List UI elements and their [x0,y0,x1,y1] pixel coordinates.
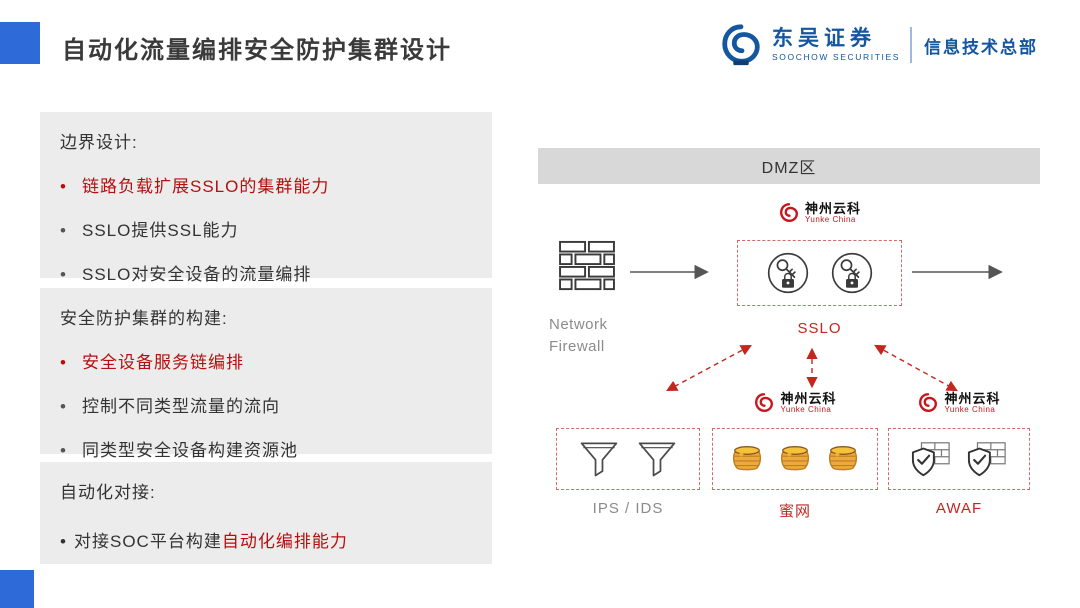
yunke-name-cn: 神州云科 [780,391,837,406]
yunke-swirl-icon [919,393,938,412]
firewall-label: Network Firewall [549,316,608,355]
bullet-dot [60,532,74,552]
sslo-label: SSLO [797,320,842,337]
panel-automation: 自动化对接: 对接SOC平台构建自动化编排能力 [40,462,492,564]
company-logo: 东吴证券 SOOCHOW SECURITIES 信息技术总部 [718,22,1038,68]
yunke-name-en: Yunke China [804,214,856,224]
funnel-icon [638,442,676,477]
bullet-item: 链路负载扩展SSLO的集群能力 [60,172,472,197]
honeypot-icon [732,446,762,471]
accent-square-top [0,22,40,64]
yunke-logo: 神州云科 Yunke China [712,392,878,414]
bullet-text: 安全设备服务链编排 [82,353,244,372]
honeynet-label: 蜜网 [778,503,811,520]
bullet-dot [60,177,82,197]
panel-border-design: 边界设计: 链路负载扩展SSLO的集群能力 SSLO提供SSL能力 SSLO对安… [40,112,492,284]
bullet-text: SSLO提供SSL能力 [82,221,239,240]
soochow-swirl-icon [722,24,760,66]
bullet-text: 同类型安全设备构建资源池 [82,441,298,460]
page-title: 自动化流量编排安全防护集群设计 [62,37,452,64]
panel-heading: 边界设计: [60,133,138,152]
firewall-icon [559,240,615,291]
yunke-logo: 神州云科 Yunke China [888,392,1030,414]
logo-divider [910,27,912,63]
bullet-text: 控制不同类型流量的流向 [82,397,280,416]
yunke-name-en: Yunke China [944,404,996,414]
yunke-logo-text: 神州云科 Yunke China [944,392,1000,414]
yunke-logo-text: 神州云科 Yunke China [780,392,836,414]
bullet-dot [60,397,82,417]
key-lock-icon [831,252,872,294]
bullet-item: SSLO提供SSL能力 [60,216,472,241]
bullet-dot [60,353,82,373]
yunke-swirl-icon [755,393,774,412]
key-lock-icon [767,252,808,294]
ips-ids-node-box [556,428,700,490]
panel-heading: 自动化对接: [60,483,156,502]
yunke-name-cn: 神州云科 [804,201,861,216]
arrow-sslo-ips [666,344,752,392]
funnel-icon [580,442,618,477]
department-label: 信息技术总部 [924,37,1038,57]
dmz-zone-header: DMZ区 [538,148,1040,184]
bullet-item: 安全设备服务链编排 [60,348,472,373]
bullet-text: SSLO对安全设备的流量编排 [82,265,312,284]
bullet-item: SSLO对安全设备的流量编排 [60,260,472,285]
shield-firewall-icon [911,442,950,477]
awaf-label: AWAF [935,500,983,517]
panel-heading: 安全防护集群的构建: [60,309,228,328]
arrow-sslo-awaf [874,344,958,392]
accent-square-bottom [0,570,34,608]
bullet-dot [60,441,82,461]
honeypot-icon [780,446,810,471]
awaf-node-box [888,428,1030,490]
honeypot-icon [828,446,858,471]
panel-cluster-build: 安全防护集群的构建: 安全设备服务链编排 控制不同类型流量的流向 同类型安全设备… [40,288,492,460]
ips-ids-label: IPS / IDS [592,500,664,517]
shield-firewall-icon [967,442,1006,477]
yunke-name-cn: 神州云科 [944,391,1001,406]
yunke-logo-text: 神州云科 Yunke China [805,202,861,224]
bullet-item: 控制不同类型流量的流向 [60,392,472,417]
bullet-text-highlight: 自动化编排能力 [221,532,348,551]
bullet-item: 同类型安全设备构建资源池 [60,436,472,461]
bullet-item: 对接SOC平台构建自动化编排能力 [60,527,472,552]
bullet-dot [60,265,82,285]
bullet-text: 链路负载扩展SSLO的集群能力 [82,177,330,196]
honeynet-node-box [712,428,878,490]
yunke-logo: 神州云科 Yunke China [737,202,902,224]
bullet-dot [60,221,82,241]
company-name-cn: 东吴证券 [772,27,877,51]
bullet-text-prefix: 对接SOC平台构建 [74,532,222,551]
bullet-text: 对接SOC平台构建自动化编排能力 [74,527,348,552]
company-name-block: 东吴证券 SOOCHOW SECURITIES [772,27,900,62]
company-name-en: SOOCHOW SECURITIES [772,52,900,63]
sslo-node-box [737,240,902,306]
yunke-name-en: Yunke China [780,404,832,414]
yunke-swirl-icon [780,203,798,222]
